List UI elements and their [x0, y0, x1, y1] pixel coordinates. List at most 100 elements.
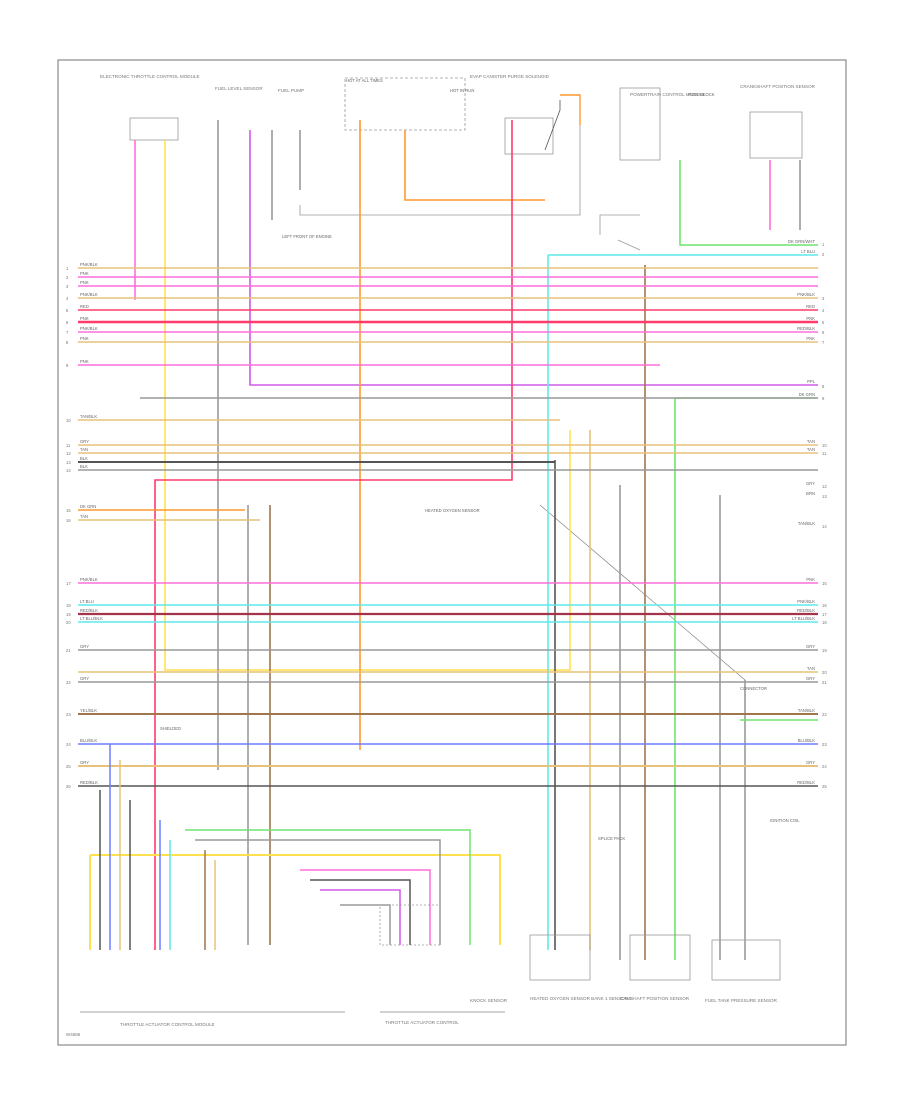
svg-text:19: 19	[822, 648, 827, 653]
svg-text:12: 12	[66, 451, 71, 456]
svg-text:5: 5	[822, 320, 825, 325]
svg-text:2: 2	[822, 252, 825, 257]
svg-text:23: 23	[822, 742, 827, 747]
svg-text:GRY: GRY	[80, 644, 89, 649]
component-label-crank-sensor: CRANKSHAFT POSITION SENSOR	[740, 84, 816, 89]
svg-text:7: 7	[66, 330, 69, 335]
svg-text:9: 9	[822, 396, 825, 401]
label-knock-sensor: KNOCK SENSOR	[470, 998, 508, 1003]
svg-text:26: 26	[66, 784, 71, 789]
svg-text:CONNECTOR: CONNECTOR	[740, 686, 767, 691]
svg-text:DK GRN/WHT: DK GRN/WHT	[788, 239, 815, 244]
svg-text:RED/BLK: RED/BLK	[80, 780, 98, 785]
svg-text:PNK: PNK	[80, 359, 89, 364]
svg-text:BLU/BLK: BLU/BLK	[798, 738, 815, 743]
svg-text:PNK: PNK	[80, 316, 89, 321]
svg-text:GRY: GRY	[80, 760, 89, 765]
svg-text:25: 25	[66, 764, 71, 769]
svg-text:18: 18	[66, 603, 71, 608]
svg-text:RED: RED	[80, 304, 89, 309]
svg-text:TAN: TAN	[80, 514, 88, 519]
diagram-frame	[57, 59, 847, 1046]
svg-text:11: 11	[66, 443, 71, 448]
bottom-bundle	[89, 744, 501, 950]
svg-text:PPL: PPL	[807, 379, 816, 384]
component-label-pcm: POWERTRAIN CONTROL MODULE	[630, 92, 706, 97]
svg-text:TAN: TAN	[807, 666, 815, 671]
svg-text:22: 22	[66, 680, 71, 685]
svg-text:18: 18	[822, 620, 827, 625]
svg-text:6: 6	[66, 320, 69, 325]
svg-text:16: 16	[822, 603, 827, 608]
svg-text:TAN/BLK: TAN/BLK	[798, 708, 815, 713]
svg-text:3: 3	[822, 296, 825, 301]
note-hot-in-run: HOT IN RUN	[450, 88, 474, 93]
svg-text:TAN: TAN	[807, 447, 815, 452]
svg-text:PNK: PNK	[80, 280, 89, 285]
svg-text:RED/BLK: RED/BLK	[797, 608, 815, 613]
svg-text:25: 25	[822, 784, 827, 789]
svg-text:20: 20	[66, 620, 71, 625]
svg-text:4: 4	[822, 308, 825, 313]
svg-text:9: 9	[66, 363, 69, 368]
svg-text:2: 2	[66, 275, 69, 280]
bottom-connectors	[80, 904, 781, 1013]
svg-text:HEATED OXYGEN SENSOR: HEATED OXYGEN SENSOR	[425, 508, 480, 513]
svg-text:7: 7	[822, 340, 825, 345]
svg-text:BLU/BLK: BLU/BLK	[80, 738, 97, 743]
right-wire-labels: DK GRN/WHT LT BLU PPL PNK/BLK RED PNK RE…	[788, 239, 816, 785]
mid-notes: HEATED OXYGEN SENSOR SHIELDED SPLICE PAC…	[160, 508, 800, 841]
svg-text:RED/BLK: RED/BLK	[80, 608, 98, 613]
svg-text:LT BLU: LT BLU	[80, 599, 94, 604]
svg-text:PNK/BLK: PNK/BLK	[80, 577, 98, 582]
svg-text:17: 17	[822, 612, 827, 617]
top-boxes	[129, 77, 803, 681]
svg-text:GRY: GRY	[80, 676, 89, 681]
svg-text:RED: RED	[806, 304, 815, 309]
note-left-front-engine: LEFT FRONT OF ENGINE	[282, 234, 332, 239]
svg-text:1: 1	[66, 266, 69, 271]
svg-text:11: 11	[822, 451, 827, 456]
svg-text:3: 3	[66, 284, 69, 289]
diagram-code: W4686	[66, 1032, 81, 1037]
svg-text:21: 21	[66, 648, 71, 653]
note-fuse-block: FUSE BLOCK	[688, 92, 715, 97]
svg-text:SPLICE PACK: SPLICE PACK	[598, 836, 625, 841]
svg-text:10: 10	[66, 418, 71, 423]
svg-text:GRY: GRY	[80, 439, 89, 444]
svg-text:TAN: TAN	[80, 447, 88, 452]
svg-text:TAN/BLK: TAN/BLK	[798, 521, 815, 526]
top-components: ELECTRONIC THROTTLE CONTROL MODULE FUEL …	[100, 74, 816, 239]
svg-text:8: 8	[822, 384, 825, 389]
svg-text:4: 4	[66, 296, 69, 301]
svg-text:1: 1	[822, 242, 825, 247]
svg-text:RED/BLK: RED/BLK	[797, 326, 815, 331]
svg-text:LT BLU/BLK: LT BLU/BLK	[792, 616, 815, 621]
svg-text:SHIELDED: SHIELDED	[160, 726, 181, 731]
svg-text:IGNITION COIL: IGNITION COIL	[770, 818, 800, 823]
label-camshaft-sensor: CAMSHAFT POSITION SENSOR	[620, 996, 690, 1001]
svg-text:PNK/BLK: PNK/BLK	[797, 292, 815, 297]
svg-text:GRY: GRY	[806, 644, 815, 649]
bottom-labels: THROTTLE ACTUATOR CONTROL MODULE THROTTL…	[120, 996, 778, 1027]
svg-text:PNK: PNK	[80, 336, 89, 341]
svg-text:PNK: PNK	[80, 271, 89, 276]
svg-text:15: 15	[822, 581, 827, 586]
svg-text:BRN: BRN	[806, 491, 815, 496]
svg-text:19: 19	[66, 612, 71, 617]
svg-text:14: 14	[66, 468, 71, 473]
svg-text:DK GRN: DK GRN	[799, 392, 815, 397]
label-fuel-tank-pressure: FUEL TANK PRESSURE SENSOR	[705, 998, 778, 1003]
component-label-fuel-level: FUEL LEVEL SENSOR	[215, 86, 263, 91]
label-heated-o2-sensor: HEATED OXYGEN SENSOR BANK 1 SENSOR 1	[530, 996, 632, 1001]
svg-text:17: 17	[66, 581, 71, 586]
svg-text:5: 5	[66, 308, 69, 313]
svg-text:PNK/BLK: PNK/BLK	[80, 262, 98, 267]
svg-text:PNK/BLK: PNK/BLK	[797, 599, 815, 604]
svg-text:24: 24	[66, 742, 71, 747]
svg-text:22: 22	[822, 712, 827, 717]
component-label-evap: EVAP CANISTER PURGE SOLENOID	[470, 74, 550, 79]
